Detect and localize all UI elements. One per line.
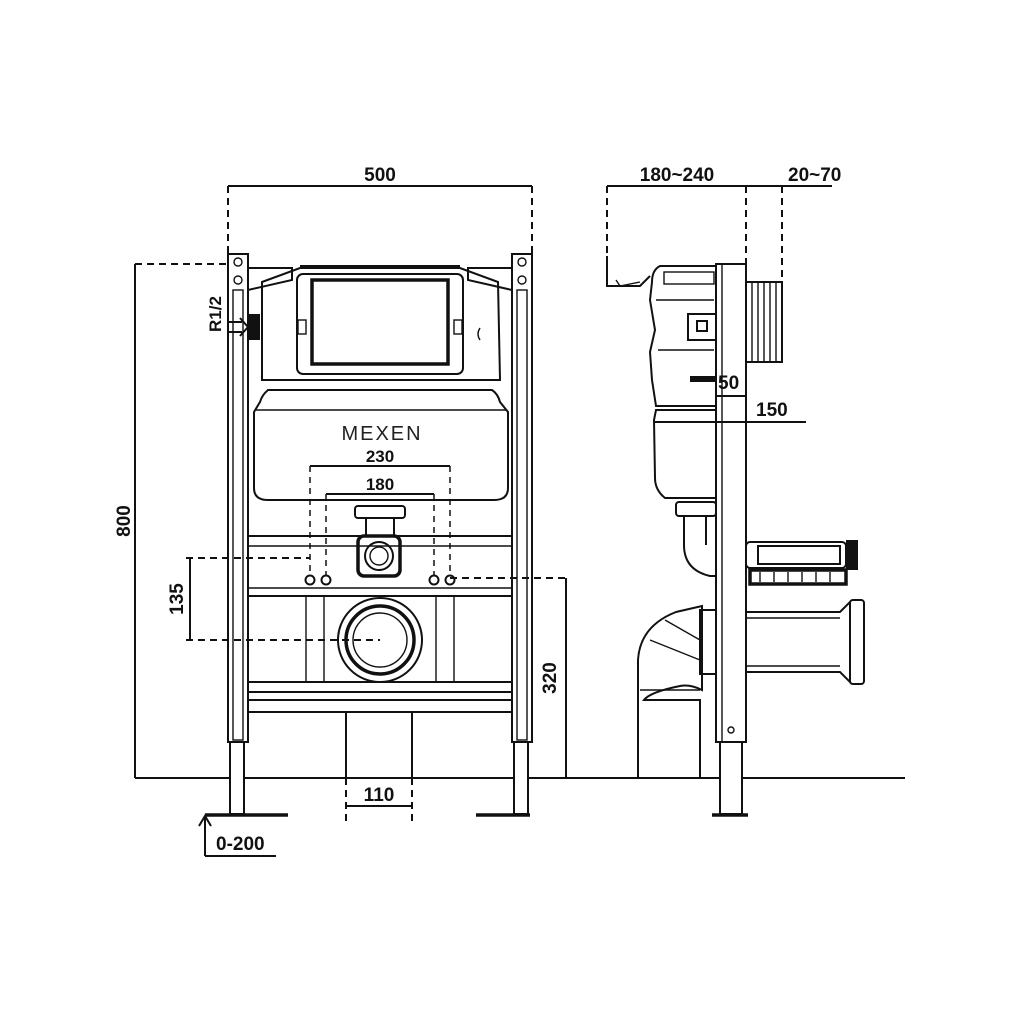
side-inlet-box <box>687 313 717 341</box>
frame-width-label: 500 <box>364 165 396 186</box>
side-view <box>606 256 865 817</box>
drain-height-label: 320 <box>540 662 561 694</box>
wall-range-label: 20~70 <box>788 165 841 186</box>
flush-opening <box>310 278 450 366</box>
left-post-hole-top <box>233 257 243 267</box>
base-rail <box>247 699 513 713</box>
drain-width-label: 110 <box>364 785 395 806</box>
leg-adjust-label: 0-200 <box>216 834 265 855</box>
left-post <box>227 253 249 743</box>
flush-opening-outer <box>296 273 464 375</box>
flush-spacing-outer-label: 230 <box>366 447 394 466</box>
drain-stub <box>345 711 413 779</box>
side-depth-label: 150 <box>756 400 788 421</box>
bottom-rail <box>247 681 513 693</box>
side-leg <box>719 741 743 815</box>
inlet-thread-label: R1/2 <box>206 296 225 332</box>
bolt-spacing-label: 135 <box>167 583 188 615</box>
depth-range-label: 180~240 <box>640 165 715 186</box>
side-post <box>715 263 747 743</box>
bolt-hole <box>444 574 456 586</box>
front-dimensions: 500 800 230 180 135 320 110 0-200 <box>114 165 567 857</box>
right-leg <box>513 741 529 815</box>
side-flush-collar <box>675 501 717 517</box>
frame-height-label: 800 <box>114 505 135 537</box>
bolt-hole <box>320 574 332 586</box>
drain-outlet <box>352 612 408 668</box>
right-post-hole-top <box>517 257 527 267</box>
side-dimensions: 180~240 20~70 50 150 <box>606 165 841 423</box>
left-leg <box>229 741 245 815</box>
side-drain-collar <box>699 609 717 675</box>
side-drain-pipe <box>746 599 851 685</box>
mounting-plate <box>247 535 513 597</box>
brand-logo: MEXEN <box>341 423 422 445</box>
flush-spacing-inner-label: 180 <box>366 475 394 494</box>
side-tank <box>648 265 716 407</box>
bolt-hole <box>304 574 316 586</box>
side-flush-pipe <box>683 516 716 577</box>
left-post-inner <box>232 289 244 741</box>
left-top-brace <box>247 267 293 291</box>
flush-pipe-collar <box>354 505 406 519</box>
side-offset-label: 50 <box>718 373 739 394</box>
water-inlet: R1/2 <box>206 296 260 340</box>
left-post-hole <box>233 275 243 285</box>
right-top-brace <box>467 267 513 291</box>
bolt-hole <box>428 574 440 586</box>
tank-upper <box>261 267 502 381</box>
right-post-hole <box>517 275 527 285</box>
flush-pipe <box>365 517 395 537</box>
tank-lower <box>253 389 509 501</box>
front-view: R1/2 MEXEN <box>205 253 533 817</box>
right-post-inner <box>516 289 528 741</box>
side-drain-elbow <box>637 604 703 778</box>
right-post <box>511 253 533 743</box>
